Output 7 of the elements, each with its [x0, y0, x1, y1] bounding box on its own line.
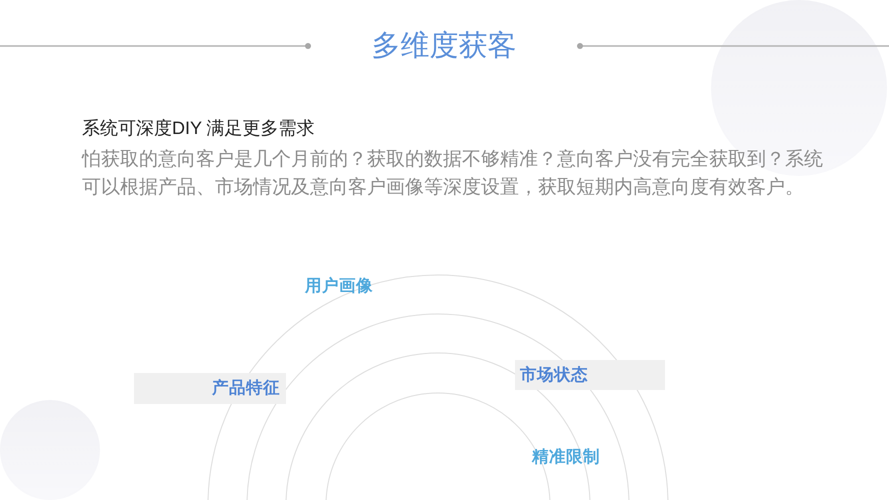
subheading: 系统可深度DIY 满足更多需求 [82, 117, 315, 139]
label-band: 产品特征 [134, 373, 286, 404]
label-band: 市场状态 [515, 360, 665, 390]
body-text: 怕获取的意向客户是几个月前的？获取的数据不够精准？意向客户没有完全获取到？系统可以根据产品、市场情况及意向客户画像等深度设置，获取短期内高意向度有效客户。 [82, 147, 824, 199]
ring-label: 精准限制 [532, 447, 600, 467]
title: 多维度获客 [372, 29, 516, 64]
ring-label: 用户画像 [305, 276, 373, 296]
